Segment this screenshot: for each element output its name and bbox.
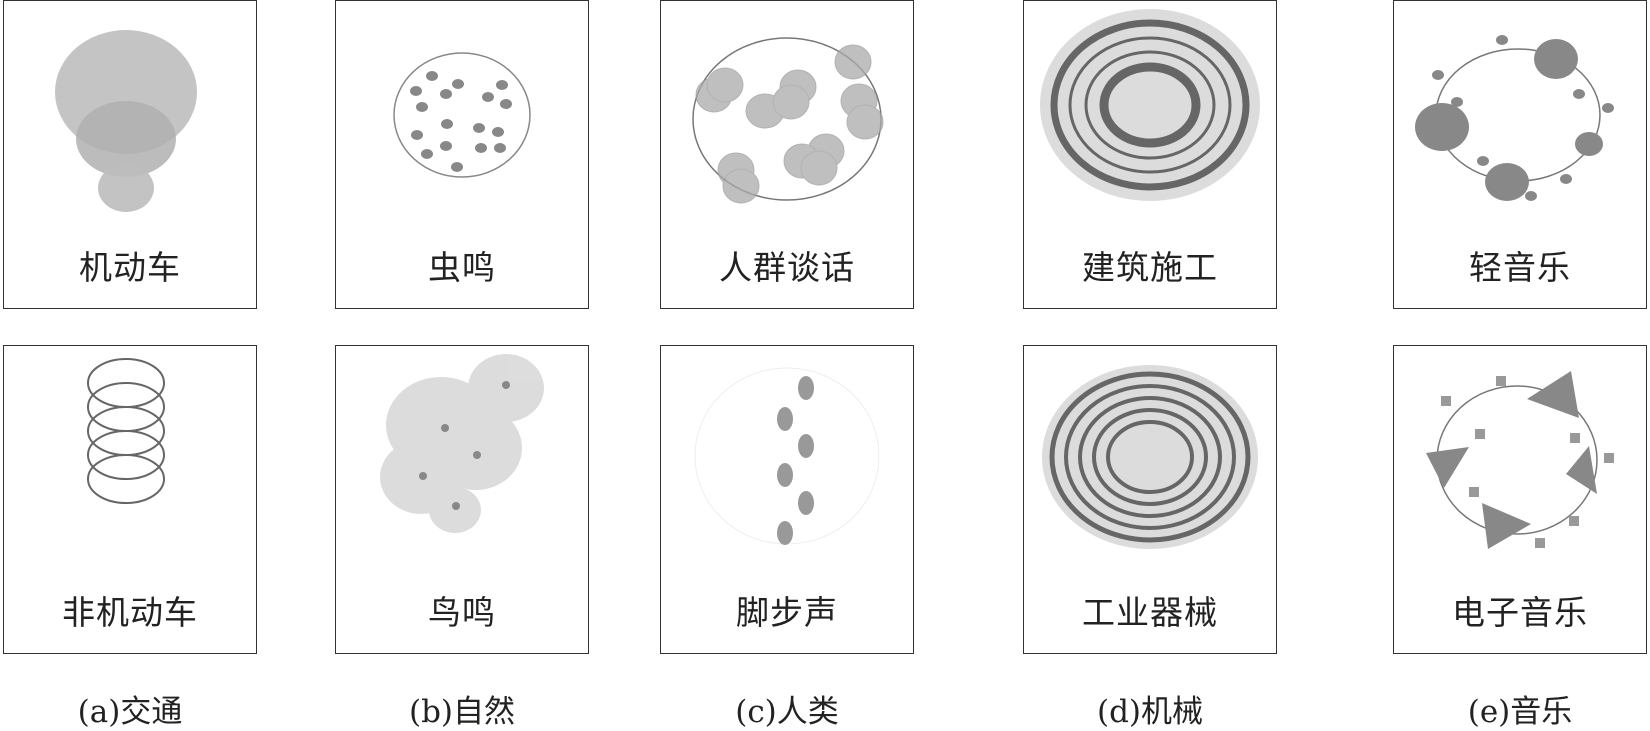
panel-non-motor-vehicle: 非机动车 — [3, 345, 257, 654]
caption-human: (c)人类 — [735, 694, 839, 730]
label-footsteps: 脚步声 — [736, 593, 838, 632]
label-motor-vehicle: 机动车 — [79, 248, 181, 287]
panel-electronic-music: 电子音乐 — [1393, 345, 1647, 654]
label-industrial-machinery: 工业器械 — [1082, 593, 1218, 632]
insect-dots — [410, 71, 512, 172]
industrial-machinery-graphic — [1042, 365, 1258, 549]
caption-traffic: (a)交通 — [77, 694, 183, 730]
small-blob — [98, 164, 154, 212]
bird-dots — [419, 381, 510, 510]
panel-footsteps: 脚步声 — [660, 345, 914, 654]
machinery-halo — [1042, 365, 1258, 549]
ring-3 — [1084, 50, 1216, 160]
electronic-music-graphic — [1426, 371, 1614, 549]
label-non-motor-vehicle: 非机动车 — [62, 593, 198, 632]
ring-4 — [1099, 62, 1201, 148]
footsteps-ring — [694, 367, 880, 545]
label-light-music: 轻音乐 — [1469, 248, 1571, 287]
medium-blob — [76, 101, 176, 177]
footsteps-graphic — [694, 367, 880, 545]
ring-2 — [1068, 36, 1232, 174]
ring-1 — [1050, 19, 1250, 191]
panel-light-music: 轻音乐 — [1393, 0, 1647, 309]
label-bird: 鸟鸣 — [428, 593, 496, 632]
panel-motor-vehicle: 机动车 — [3, 0, 257, 309]
electronic-squares — [1441, 376, 1614, 548]
bird-blobs — [380, 354, 544, 533]
label-insect: 虫鸣 — [428, 248, 496, 287]
insect-graphic — [393, 52, 531, 178]
panel-insect: 虫鸣 — [335, 0, 589, 309]
stacked-rings — [87, 358, 165, 504]
footprints — [777, 376, 814, 545]
insect-ring — [393, 52, 531, 178]
panel-industrial-machinery: 工业器械 — [1023, 345, 1277, 654]
label-construction: 建筑施工 — [1082, 248, 1218, 287]
panel-crowd-talk: 人群谈话 — [660, 0, 914, 309]
electronic-triangles — [1426, 371, 1597, 549]
crowd-blobs — [695, 44, 884, 204]
non-motor-vehicle-graphic — [87, 358, 165, 504]
machinery-rings — [1049, 371, 1251, 543]
music-blobs — [1415, 35, 1614, 201]
label-electronic-music: 电子音乐 — [1452, 593, 1588, 632]
caption-nature: (b)自然 — [408, 694, 516, 730]
crowd-talk-graphic — [692, 37, 884, 204]
bird-graphic — [380, 354, 544, 533]
light-music-graphic — [1415, 35, 1614, 201]
construction-graphic — [1040, 9, 1260, 201]
panel-construction: 建筑施工 — [1023, 0, 1277, 309]
caption-music: (e)音乐 — [1467, 694, 1573, 730]
panel-bird: 鸟鸣 — [335, 345, 589, 654]
label-crowd-talk: 人群谈话 — [719, 248, 855, 287]
motor-vehicle-graphic — [55, 30, 197, 212]
caption-machinery: (d)机械 — [1096, 694, 1204, 730]
